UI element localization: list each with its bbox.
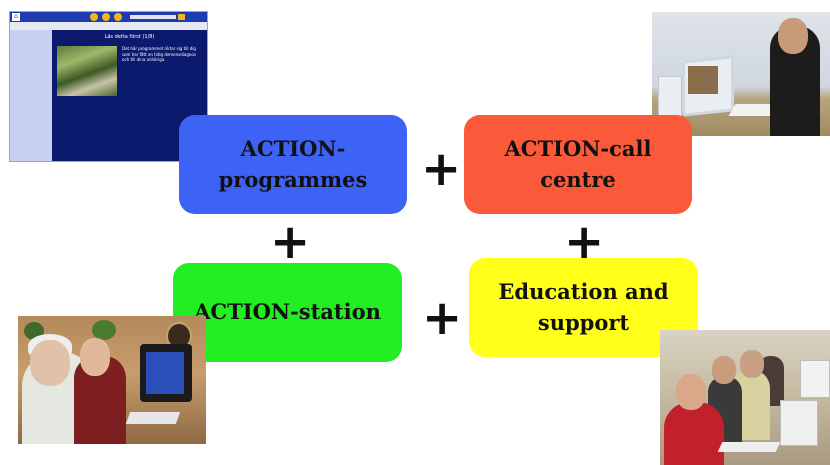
- plus-sign-left: +: [270, 214, 311, 270]
- education-support-box: Education and support: [469, 258, 698, 357]
- program-screenshot: ⌂ Läs detta först (1/8) Det här programm…: [9, 11, 208, 162]
- back-icon: [90, 13, 98, 21]
- action-call-centre-line2: centre: [540, 166, 616, 192]
- participant: [664, 402, 724, 465]
- plus-sign-top: +: [421, 141, 462, 197]
- man-head: [80, 338, 110, 376]
- forward-icon: [114, 13, 122, 21]
- plus-sign-right: +: [564, 214, 605, 270]
- education-support-line1: Education and: [498, 279, 669, 305]
- keyboard: [717, 442, 781, 452]
- plus-sign-bottom: +: [422, 290, 463, 346]
- woman-head: [30, 340, 70, 386]
- keyboard: [125, 412, 181, 424]
- volume-knob: [178, 14, 185, 20]
- monitor: [800, 360, 830, 398]
- elderly-at-computer-photo: [18, 316, 206, 444]
- plant: [92, 320, 116, 340]
- action-programmes-line1: ACTION-: [240, 136, 346, 162]
- action-station-label: ACTION-station: [194, 299, 381, 325]
- action-call-centre-line1: ACTION-call: [504, 136, 652, 162]
- education-session-photo: [660, 330, 830, 465]
- screenshot-sidebar: [10, 30, 52, 161]
- garden-image: [57, 46, 117, 96]
- play-icon: [102, 13, 110, 21]
- monitor: [780, 400, 818, 446]
- screenshot-subbar: [10, 22, 207, 30]
- participant-head: [712, 356, 736, 384]
- home-icon: ⌂: [12, 13, 20, 21]
- screenshot-title: Läs detta först (1/8): [104, 34, 155, 40]
- action-programmes-line2: programmes: [218, 166, 368, 192]
- participant-head: [740, 350, 764, 378]
- screenshot-text: Det här programmet riktar sig till dig s…: [122, 46, 196, 62]
- monitor-screen: [146, 352, 184, 394]
- action-call-centre-box: ACTION-call centre: [464, 115, 692, 214]
- monitor-screen: [688, 66, 718, 94]
- screenshot-toolbar: ⌂: [10, 12, 207, 22]
- volume-slider: [130, 15, 176, 19]
- action-station-box: ACTION-station: [173, 263, 402, 362]
- participant-head: [676, 374, 706, 410]
- action-programmes-box: ACTION- programmes: [179, 115, 407, 214]
- operator-head: [778, 18, 808, 54]
- education-support-line2: support: [537, 309, 630, 335]
